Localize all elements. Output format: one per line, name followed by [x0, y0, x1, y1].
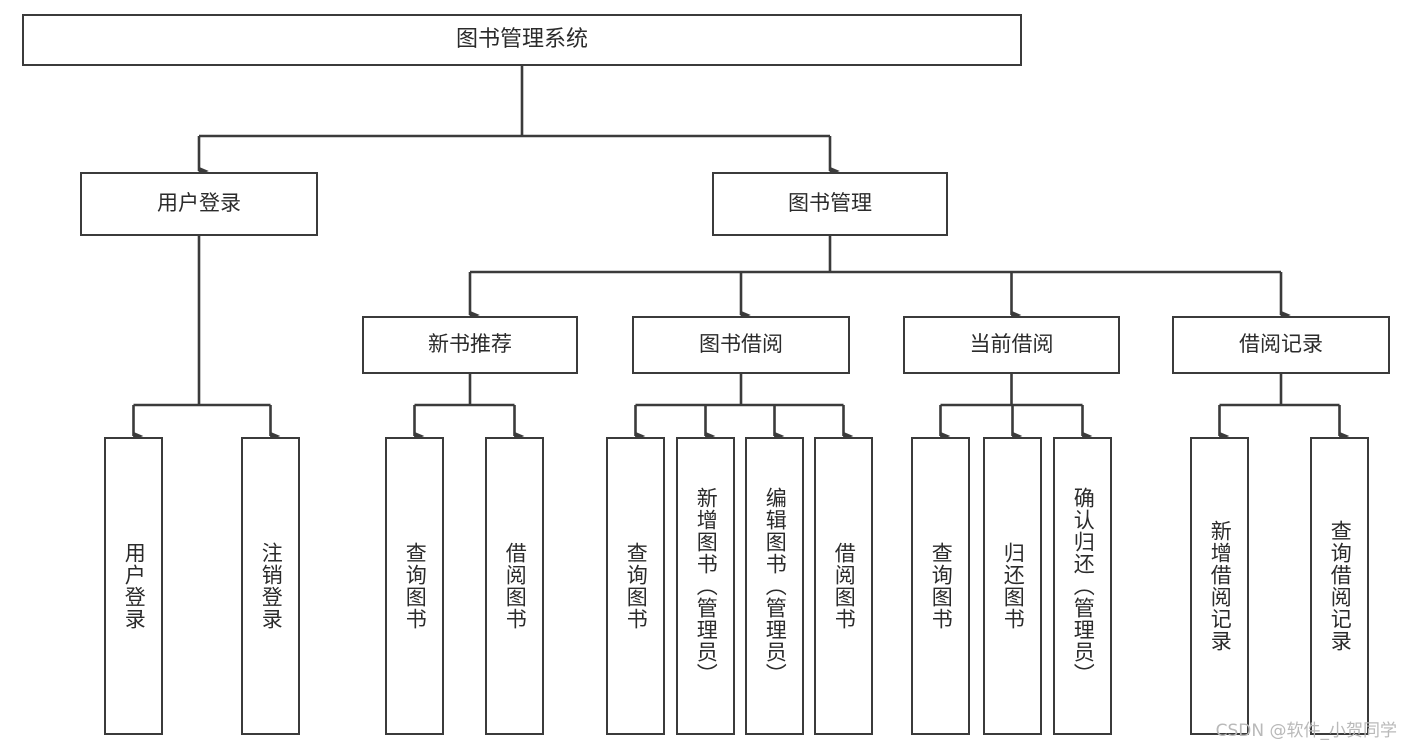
node-label: 查询借阅记录 [1328, 520, 1353, 652]
node-label: 图书借阅 [699, 332, 783, 357]
node-leaf-return-book[interactable]: 归还图书 [983, 437, 1042, 735]
node-label: 新书推荐 [428, 332, 512, 357]
node-leaf-query-borrow-record[interactable]: 查询借阅记录 [1310, 437, 1369, 735]
node-leaf-borrow-book[interactable]: 借阅图书 [814, 437, 873, 735]
node-label: 借阅图书 [832, 542, 857, 630]
node-label: 注销登录 [259, 542, 284, 630]
node-label: 查询图书 [403, 542, 428, 630]
node-label: 编辑图书（管理员） [763, 487, 788, 685]
node-leaf-add-book-admin[interactable]: 新增图书（管理员） [676, 437, 735, 735]
node-label: 借阅图书 [503, 542, 528, 630]
node-leaf-query-book-borrow[interactable]: 查询图书 [606, 437, 665, 735]
node-label: 用户登录 [157, 191, 241, 216]
node-label: 新增借阅记录 [1208, 520, 1233, 652]
node-label: 用户登录 [122, 542, 147, 630]
node-label: 借阅记录 [1239, 332, 1323, 357]
node-label: 新增图书（管理员） [694, 487, 719, 685]
node-book-manage[interactable]: 图书管理 [712, 172, 948, 236]
node-leaf-add-borrow-record[interactable]: 新增借阅记录 [1190, 437, 1249, 735]
node-user-login[interactable]: 用户登录 [80, 172, 318, 236]
node-leaf-query-book-cur[interactable]: 查询图书 [911, 437, 970, 735]
node-label: 归还图书 [1001, 542, 1026, 630]
node-label: 查询图书 [624, 542, 649, 630]
node-leaf-confirm-return-admin[interactable]: 确认归还（管理员） [1053, 437, 1112, 735]
node-borrow-record[interactable]: 借阅记录 [1172, 316, 1390, 374]
node-label: 当前借阅 [969, 332, 1054, 357]
node-leaf-query-book-rec[interactable]: 查询图书 [385, 437, 444, 735]
node-root[interactable]: 图书管理系统 [22, 14, 1022, 66]
node-label: 图书管理 [788, 191, 872, 216]
node-label: 图书管理系统 [455, 26, 588, 52]
node-label: 确认归还（管理员） [1071, 487, 1096, 685]
node-new-book-recommend[interactable]: 新书推荐 [362, 316, 578, 374]
node-current-borrow[interactable]: 当前借阅 [903, 316, 1120, 374]
node-label: 查询图书 [929, 542, 954, 630]
node-leaf-borrow-book-rec[interactable]: 借阅图书 [485, 437, 544, 735]
node-leaf-user-logout[interactable]: 注销登录 [241, 437, 300, 735]
node-leaf-edit-book-admin[interactable]: 编辑图书（管理员） [745, 437, 804, 735]
node-book-borrow[interactable]: 图书借阅 [632, 316, 850, 374]
node-leaf-user-login[interactable]: 用户登录 [104, 437, 163, 735]
